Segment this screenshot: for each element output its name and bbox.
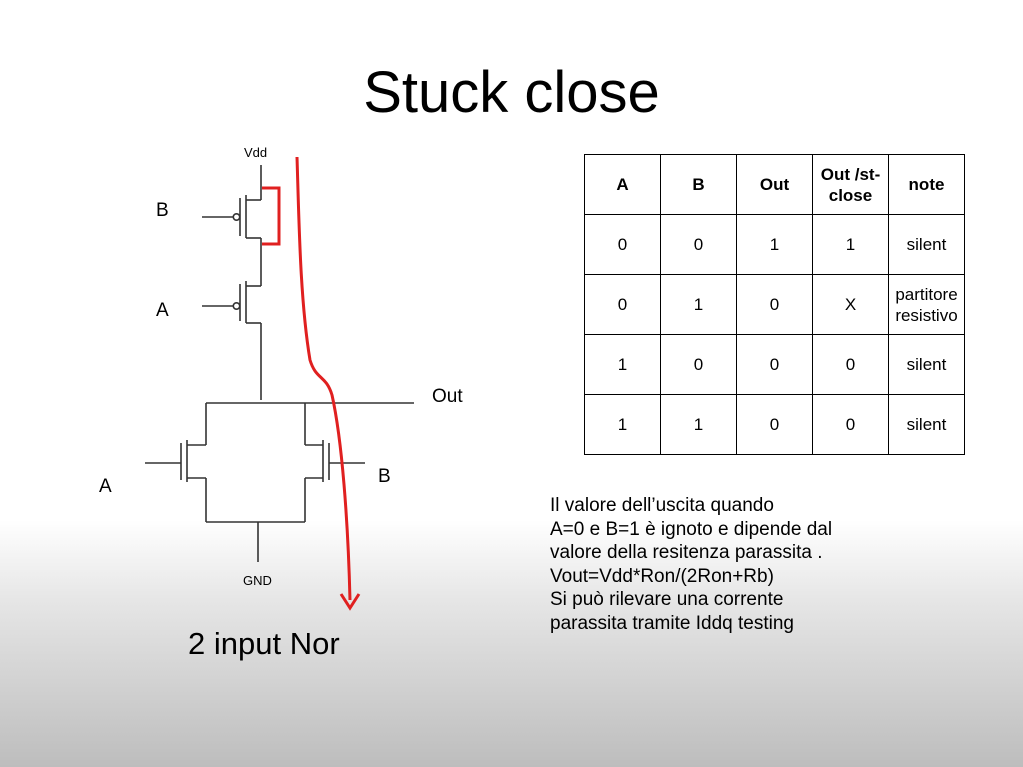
note-line: A=0 e B=1 è ignoto e dipende dal: [550, 518, 833, 540]
cell: 1: [584, 394, 661, 455]
current-arrow-head: [339, 593, 361, 611]
pmos-top-input-label: B: [156, 200, 169, 221]
explanation-text: Il valore dell’uscita quando A=0 e B=1 è…: [550, 494, 910, 635]
cell: 1: [660, 274, 737, 335]
stuck-close-short: [262, 186, 281, 246]
truth-table: A B Out Out /st-close note 0 0 1 1 silen…: [584, 154, 965, 455]
pmos-bottom-input-label: A: [156, 300, 169, 321]
nmos-a-transistor: [145, 403, 207, 522]
pmos-b-transistor: [202, 195, 262, 286]
nmos-right-input-label: B: [378, 466, 391, 487]
pmos-b-gate-bubble: [232, 213, 241, 222]
nmos-left-input-label: A: [99, 476, 112, 497]
note-line: Si può rilevare una corrente: [550, 589, 784, 610]
table-row: 1 1 0 0 silent: [584, 394, 965, 455]
table-row: 1 0 0 0 silent: [584, 334, 965, 395]
header-b: B: [660, 154, 737, 215]
note-line: valore della resitenza parassita .: [550, 542, 823, 563]
nmos-b-transistor: [304, 403, 365, 522]
cell: 0: [736, 394, 813, 455]
fault-current-path: [295, 156, 352, 601]
cell: silent: [888, 334, 965, 395]
cell: 1: [660, 394, 737, 455]
cell: 0: [584, 274, 661, 335]
cell: 0: [584, 214, 661, 275]
header-note: note: [888, 154, 965, 215]
pmos-a-transistor: [202, 281, 262, 400]
note-line: Il valore dell’uscita quando: [550, 495, 774, 516]
cell: 0: [660, 334, 737, 395]
truth-table-header-row: A B Out Out /st-close note: [584, 154, 965, 215]
note-line: Vout=Vdd*Ron/(2Ron+Rb): [550, 565, 774, 587]
cell: 1: [736, 214, 813, 275]
header-out-stuck-close: Out /st-close: [812, 154, 889, 215]
cell: 0: [736, 274, 813, 335]
note-line: parassita tramite Iddq testing: [550, 612, 794, 634]
pmos-a-gate-bubble: [232, 301, 241, 310]
cell: 0: [660, 214, 737, 275]
slide-title: Stuck close: [363, 60, 660, 125]
cell: X: [812, 274, 889, 335]
cell: 1: [812, 214, 889, 275]
cell: 1: [584, 334, 661, 395]
header-a: A: [584, 154, 661, 215]
out-label: Out: [432, 386, 463, 407]
circuit-wires: [145, 165, 414, 562]
cell: silent: [888, 394, 965, 455]
cell: 0: [812, 394, 889, 455]
header-out: Out: [736, 154, 813, 215]
cell: 0: [812, 334, 889, 395]
gnd-label: GND: [243, 573, 272, 588]
circuit-caption: 2 input Nor: [188, 626, 340, 661]
vdd-label: Vdd: [244, 145, 268, 160]
table-row: 0 0 1 1 silent: [584, 214, 965, 275]
cell: 0: [736, 334, 813, 395]
cell: silent: [888, 214, 965, 275]
